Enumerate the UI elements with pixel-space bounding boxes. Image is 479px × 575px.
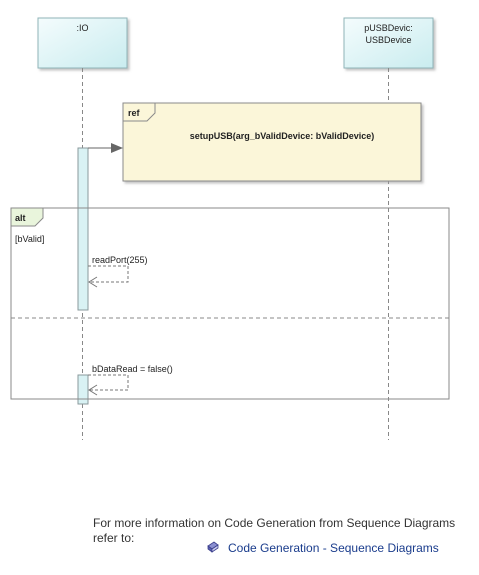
message-bdataread[interactable]: bDataRead = false() [88, 364, 173, 396]
alt-fragment-box[interactable] [10, 207, 450, 400]
alt-fragment-tag: alt [15, 213, 26, 223]
activation-bar-1[interactable] [77, 147, 89, 311]
message-readport[interactable]: readPort(255) [88, 255, 148, 288]
ref-fragment-box[interactable] [122, 102, 422, 182]
message-bdataread-label: bDataRead = false() [92, 364, 173, 374]
lifeline-usb-name-line1: pUSBDevic: [364, 23, 413, 33]
message-readport-line [88, 265, 129, 283]
ref-fragment-tag-pentagon [122, 102, 156, 122]
lifeline-usb[interactable]: pUSBDevic: USBDevice [343, 17, 434, 440]
message-readport-arrowhead [88, 276, 98, 288]
alt-fragment-tag-pentagon [10, 207, 44, 227]
ref-fragment[interactable]: ref setupUSB(arg_bValidDevice: bValidDev… [122, 102, 422, 182]
footer-info-text: For more information on Code Generation … [93, 516, 456, 545]
call-arrow-head [111, 143, 123, 153]
message-bdataread-line [88, 374, 129, 391]
ref-fragment-tag: ref [128, 108, 141, 118]
message-bdataread-arrowhead [88, 384, 98, 396]
alt-fragment-guard: [bValid] [15, 234, 44, 244]
code-generation-link[interactable]: Code Generation - Sequence Diagrams [228, 541, 439, 555]
alt-fragment[interactable]: alt [bValid] [10, 207, 450, 400]
ref-fragment-text: setupUSB(arg_bValidDevice: bValidDevice) [190, 131, 375, 141]
message-readport-label: readPort(255) [92, 255, 148, 265]
lifeline-usb-name-line2: USBDevice [365, 35, 411, 45]
book-icon [207, 541, 219, 553]
sequence-diagram: :IO pUSBDevic: USBDevice ref setupUSB(ar… [10, 17, 450, 440]
lifeline-usb-head[interactable] [343, 17, 434, 69]
lifeline-io-name: :IO [76, 23, 88, 33]
lifeline-io-head[interactable] [37, 17, 128, 69]
activation-bar-2[interactable] [77, 374, 89, 405]
footer-link-row[interactable]: Code Generation - Sequence Diagrams [206, 541, 439, 555]
